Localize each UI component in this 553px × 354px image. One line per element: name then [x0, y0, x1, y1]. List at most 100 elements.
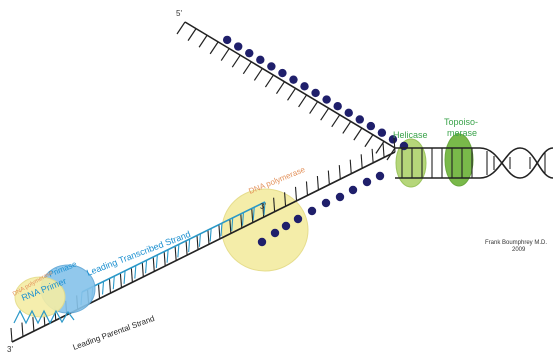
lower-base-tooth: [327, 170, 330, 185]
rna-primer-region: [14, 276, 66, 318]
transcribed-tooth: [241, 212, 245, 226]
transcribed-tooth: [101, 281, 105, 295]
helicase-enzyme: [395, 138, 427, 188]
upper-nucleotide: [256, 55, 265, 64]
lower-base-tooth: [273, 197, 276, 212]
lower-base-tooth: [360, 154, 363, 169]
lower-base-tooth: [185, 241, 188, 256]
upper-nucleotide: [278, 68, 287, 78]
free-nucleotide: [281, 221, 291, 231]
transcribed-tooth: [145, 260, 148, 274]
topoisomerase-label-line2: merase: [447, 128, 477, 138]
upper-nucleotide: [399, 141, 409, 151]
lower-base-tooth: [371, 148, 374, 163]
upper-nucleotide: [222, 35, 232, 45]
upper-base-tooth: [331, 114, 341, 128]
lower-base-tooth: [32, 317, 35, 332]
free-nucleotide: [257, 237, 267, 247]
lower-base-tooth: [108, 279, 112, 294]
three-prime-mid-label: 3': [260, 202, 266, 211]
free-nucleotide: [362, 177, 372, 187]
upper-base-tooth: [353, 127, 363, 141]
free-nucleotide: [293, 214, 303, 224]
lower-base-tooth: [174, 246, 177, 261]
rna-primer-zigzag: [13, 309, 75, 325]
upper-base-tooth: [364, 134, 374, 148]
transcribed-tooth: [231, 217, 234, 231]
upper-backbone: [184, 21, 396, 149]
free-nucleotide: [335, 192, 345, 202]
upper-nucleotide: [300, 82, 309, 91]
lower-base-tooth: [229, 219, 232, 234]
free-nucleotide: [307, 206, 317, 216]
upper-nucleotide: [311, 88, 320, 98]
lower-base-tooth: [130, 268, 133, 283]
upper-base-tooth: [220, 48, 230, 61]
upper-nucleotide: [377, 128, 387, 137]
free-nucleotide: [348, 185, 358, 195]
upper-nucleotide: [267, 62, 276, 71]
upper-nucleotide: [245, 48, 254, 58]
upper-parental-strand: [176, 21, 409, 161]
upper-base-tooth: [198, 34, 208, 48]
credit-year: 2009: [512, 247, 526, 253]
lower-base-tooth: [349, 159, 352, 174]
upper-base-tooth: [275, 81, 285, 95]
upper-base-tooth: [231, 54, 241, 68]
upper-base-tooth: [264, 74, 274, 88]
lower-base-tooth: [207, 230, 210, 245]
transcribed-tooth: [166, 249, 169, 263]
upper-nucleotide: [355, 115, 364, 124]
upper-nucleotide: [322, 95, 331, 104]
lower-base-tooth: [240, 213, 243, 229]
lower-base-tooth: [305, 181, 309, 196]
lower-base-tooth: [119, 273, 122, 288]
upper-nucleotide: [366, 121, 376, 131]
transcribed-tooth: [220, 223, 223, 237]
upper-nucleotide: [234, 42, 243, 51]
helix-twist-a: [479, 147, 553, 179]
upper-base-tooth: [342, 121, 352, 134]
lower-base-tooth: [382, 143, 385, 158]
lower-base-tooth: [338, 165, 341, 180]
lower-base-tooth: [163, 251, 166, 267]
leading-parental-label: Leading Parental Strand: [72, 314, 156, 352]
helicase-label: Helicase: [393, 130, 428, 140]
transcribed-tooth: [188, 239, 191, 253]
transcribed-tooth: [263, 201, 266, 216]
transcribed-tooth: [134, 265, 137, 279]
lower-base-tooth: [21, 322, 24, 337]
five-prime-label: 5': [176, 9, 182, 18]
double-helix: [395, 147, 553, 179]
upper-nucleotide: [289, 75, 298, 84]
upper-base-tooth: [176, 21, 186, 35]
topoisomerase-label-line1: Topoiso-: [444, 117, 478, 127]
transcribed-tooth: [177, 244, 180, 258]
three-prime-left-label: 3': [7, 345, 13, 354]
lower-base-tooth: [196, 235, 199, 250]
upper-base-tooth: [242, 61, 252, 75]
lower-base-tooth: [97, 284, 101, 299]
lower-base-tooth: [316, 175, 319, 191]
transcribed-tooth: [123, 270, 126, 284]
upper-nucleotide: [333, 102, 342, 111]
transcribed-tooth: [209, 228, 212, 242]
lower-base-tooth: [152, 257, 155, 272]
transcribed-tooth: [112, 276, 115, 290]
upper-base-tooth: [309, 101, 319, 114]
upper-base-tooth: [320, 107, 330, 121]
upper-nucleotide: [388, 135, 398, 144]
upper-base-tooth: [375, 141, 385, 154]
lower-base-tooth: [284, 192, 287, 207]
dna-polymerase-enzyme: [221, 188, 309, 272]
transcribed-tooth: [252, 207, 255, 221]
upper-nucleotide: [344, 108, 353, 118]
lower-base-tooth: [218, 224, 221, 239]
lower-base-tooth: [251, 208, 254, 223]
transcribed-backbone: [81, 201, 266, 293]
free-nucleotide: [321, 198, 331, 208]
free-nucleotide: [270, 228, 280, 238]
lower-base-tooth: [141, 262, 144, 277]
